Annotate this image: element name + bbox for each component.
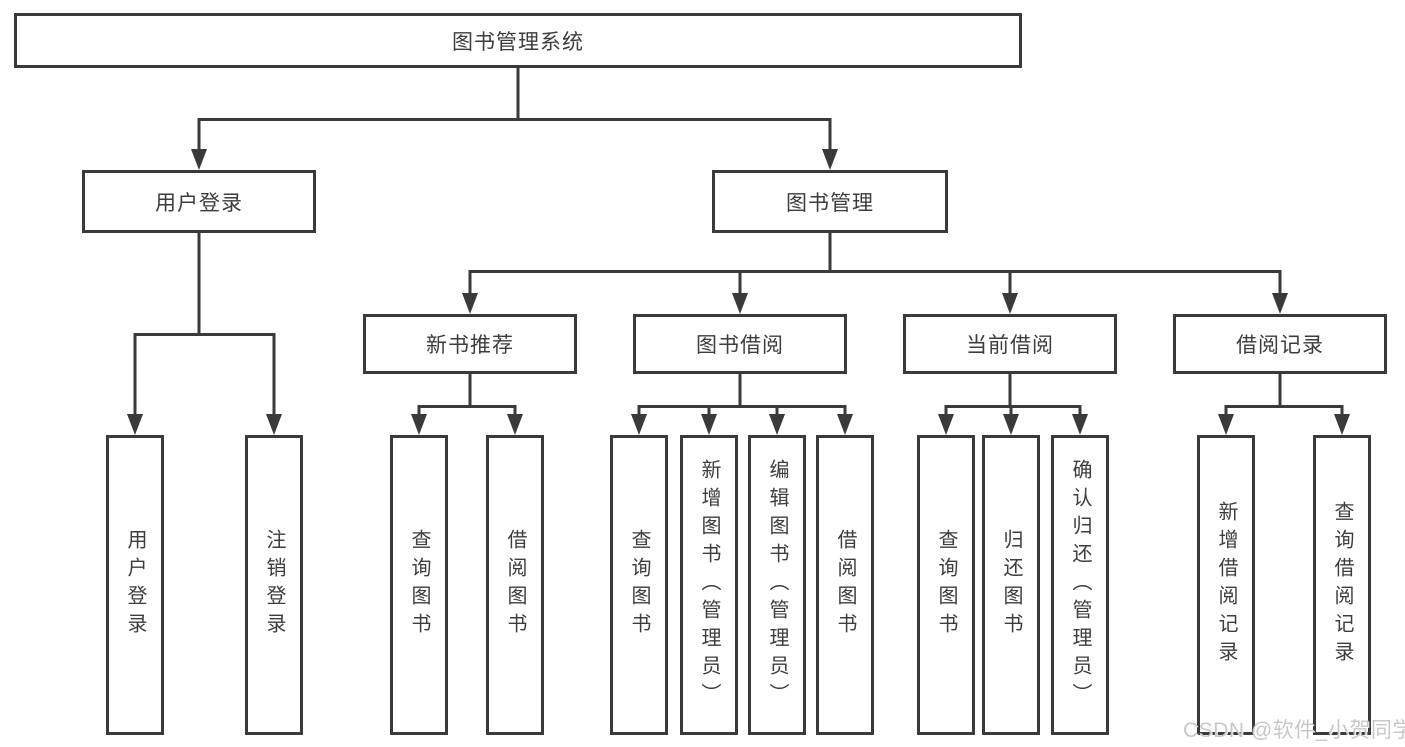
node-leaf-nbr-query-books: 查询图书 bbox=[390, 435, 448, 735]
node-leaf-bb-add-books-admin: 新增图书（管理员） bbox=[680, 435, 738, 735]
arrowhead-icon bbox=[1272, 293, 1288, 314]
node-leaf-br-add-record: 新增借阅记录 bbox=[1197, 435, 1255, 735]
node-leaf-bb-borrow-books: 借阅图书 bbox=[816, 435, 874, 735]
node-root: 图书管理系统 bbox=[14, 13, 1022, 68]
node-label: 借阅图书 bbox=[834, 529, 856, 641]
connector-paths bbox=[133, 68, 1344, 417]
arrowhead-icon bbox=[732, 293, 748, 314]
node-book-management: 图书管理 bbox=[712, 170, 948, 233]
arrowhead-icon bbox=[127, 414, 143, 435]
node-leaf-user-login: 用户登录 bbox=[106, 435, 164, 735]
node-leaf-logout: 注销登录 bbox=[245, 435, 303, 735]
node-label: 注销登录 bbox=[263, 529, 285, 641]
arrowhead-icon bbox=[769, 414, 785, 435]
arrowhead-icon bbox=[631, 414, 647, 435]
node-leaf-cb-confirm-return-admin: 确认归还（管理员） bbox=[1051, 435, 1109, 735]
node-current-borrowing: 当前借阅 bbox=[903, 314, 1117, 374]
node-leaf-cb-query-books: 查询图书 bbox=[917, 435, 975, 735]
node-borrowing-records: 借阅记录 bbox=[1173, 314, 1387, 374]
node-label: 查询图书 bbox=[628, 529, 650, 641]
node-new-book-recommend: 新书推荐 bbox=[363, 314, 577, 374]
node-label: 查询图书 bbox=[408, 529, 430, 641]
node-label: 编辑图书（管理员） bbox=[766, 459, 788, 711]
node-label: 查询借阅记录 bbox=[1331, 501, 1353, 669]
arrowhead-icon bbox=[1072, 414, 1088, 435]
node-leaf-bb-edit-books-admin: 编辑图书（管理员） bbox=[748, 435, 806, 735]
node-user-login: 用户登录 bbox=[82, 170, 316, 233]
node-book-borrowing: 图书借阅 bbox=[633, 314, 847, 374]
arrowhead-icon bbox=[411, 414, 427, 435]
node-label: 查询图书 bbox=[935, 529, 957, 641]
arrowhead-icon bbox=[266, 414, 282, 435]
node-label: 归还图书 bbox=[1000, 529, 1022, 641]
arrowhead-icon bbox=[1003, 414, 1019, 435]
node-label: 借阅图书 bbox=[504, 529, 526, 641]
node-label: 新增借阅记录 bbox=[1215, 501, 1237, 669]
node-leaf-bb-query-books: 查询图书 bbox=[610, 435, 668, 735]
node-label: 用户登录 bbox=[124, 529, 146, 641]
arrowheads bbox=[127, 149, 1350, 435]
csdn-watermark: CSDN @软件_小贺同学 bbox=[1183, 719, 1405, 742]
arrowhead-icon bbox=[191, 149, 207, 170]
node-leaf-nbr-borrow-books: 借阅图书 bbox=[486, 435, 544, 735]
arrowhead-icon bbox=[507, 414, 523, 435]
arrowhead-icon bbox=[1334, 414, 1350, 435]
arrowhead-icon bbox=[462, 293, 478, 314]
arrowhead-icon bbox=[822, 149, 838, 170]
arrowhead-icon bbox=[938, 414, 954, 435]
node-label: 确认归还（管理员） bbox=[1069, 459, 1091, 711]
node-leaf-br-query-record: 查询借阅记录 bbox=[1313, 435, 1371, 735]
arrowhead-icon bbox=[1002, 293, 1018, 314]
arrowhead-icon bbox=[701, 414, 717, 435]
arrowhead-icon bbox=[837, 414, 853, 435]
node-leaf-cb-return-books: 归还图书 bbox=[982, 435, 1040, 735]
node-label: 新增图书（管理员） bbox=[698, 459, 720, 711]
arrowhead-icon bbox=[1218, 414, 1234, 435]
